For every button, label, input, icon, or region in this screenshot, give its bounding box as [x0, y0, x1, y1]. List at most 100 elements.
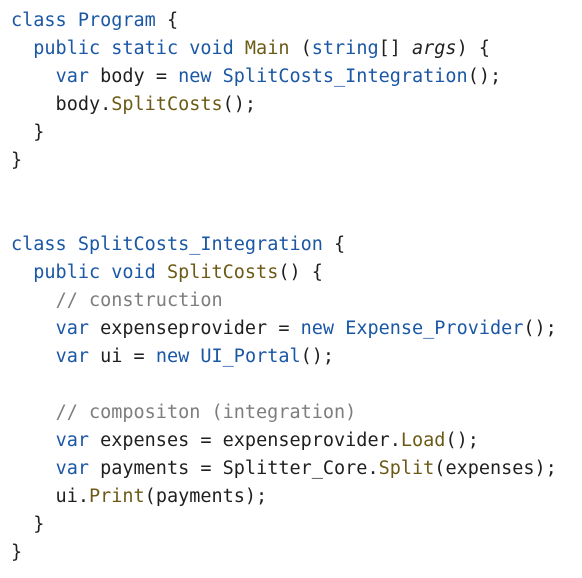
code-line: public static void Main (string[] args) …	[11, 35, 557, 63]
code-token-ident	[289, 318, 300, 339]
code-token-ident: payments	[88, 458, 201, 479]
code-token-ident	[167, 66, 178, 87]
code-token-ident	[212, 66, 223, 87]
code-line: }	[11, 147, 557, 175]
code-token-punct: }	[11, 150, 23, 171]
code-token-keyword: string	[311, 38, 379, 59]
code-token-keyword: var	[55, 458, 89, 479]
code-token-punct: =	[155, 66, 167, 87]
code-token-comment: // construction	[55, 290, 223, 311]
code-token-punct: []	[378, 38, 413, 59]
code-token-punct: }	[11, 514, 45, 535]
code-token-punct: =	[133, 346, 145, 367]
code-token-keyword: public	[33, 262, 101, 283]
code-token-type: SplitCosts_Integration	[77, 234, 323, 255]
code-token-punct: ();	[222, 94, 257, 115]
code-token-punct: .	[389, 430, 401, 451]
code-token-comment: // compositon (integration)	[55, 402, 357, 423]
code-token-punct: () {	[278, 262, 323, 283]
code-token-punct: =	[278, 318, 290, 339]
code-token-method: Split	[378, 458, 435, 479]
code-token-punct: ();	[445, 430, 479, 451]
code-token-punct: .	[100, 94, 112, 115]
code-token-ident	[100, 38, 111, 59]
code-token-punct: {	[155, 10, 179, 31]
code-token-punct: =	[200, 458, 212, 479]
code-line: var body = new SplitCosts_Integration();	[11, 63, 557, 91]
code-token-ident	[11, 318, 56, 339]
code-token-ident	[334, 318, 345, 339]
code-token-method: Load	[400, 430, 446, 451]
code-token-ident: expenses	[88, 430, 201, 451]
code-token-keyword: void	[111, 262, 156, 283]
code-token-punct: }	[11, 542, 23, 563]
code-token-param: args	[412, 38, 457, 59]
code-line: }	[11, 511, 557, 539]
code-token-ident	[67, 10, 78, 31]
code-token-ident	[11, 402, 56, 423]
code-token-ident	[100, 262, 111, 283]
code-line	[11, 175, 557, 203]
code-token-keyword: public	[33, 38, 101, 59]
code-line	[11, 371, 557, 399]
code-token-punct: }	[11, 122, 45, 143]
code-line: }	[11, 539, 557, 567]
code-token-ident	[11, 262, 33, 283]
code-token-type: Expense_Provider	[345, 318, 524, 339]
code-line: var payments = Splitter_Core.Split(expen…	[11, 455, 557, 483]
code-line: body.SplitCosts();	[11, 91, 557, 119]
code-token-ident	[156, 262, 167, 283]
code-token-punct: .	[367, 458, 379, 479]
code-line: var ui = new UI_Portal();	[11, 343, 557, 371]
code-token-ident	[11, 430, 56, 451]
code-line: }	[11, 119, 557, 147]
code-token-keyword: var	[55, 346, 89, 367]
code-token-keyword: new	[300, 318, 335, 339]
code-line: var expenseprovider = new Expense_Provid…	[11, 315, 557, 343]
code-token-ident: Splitter_Core	[211, 458, 368, 479]
code-token-type: UI_Portal	[200, 346, 301, 367]
code-token-keyword: new	[155, 346, 190, 367]
code-token-method: SplitCosts	[111, 94, 223, 115]
code-token-punct: {	[322, 234, 346, 255]
code-token-ident	[11, 66, 56, 87]
code-token-method: Print	[88, 486, 145, 507]
code-token-keyword: static	[111, 38, 179, 59]
code-token-keyword: class	[11, 10, 67, 31]
code-line: var expenses = expenseprovider.Load();	[11, 427, 557, 455]
code-line: ui.Print(payments);	[11, 483, 557, 511]
code-token-type: Program	[77, 10, 156, 31]
code-line: public void SplitCosts() {	[11, 259, 557, 287]
code-token-keyword: var	[55, 66, 89, 87]
code-token-ident	[67, 234, 78, 255]
code-token-ident	[189, 346, 200, 367]
code-token-punct: =	[200, 430, 212, 451]
code-token-keyword: var	[55, 430, 89, 451]
code-token-punct: ) {	[456, 38, 490, 59]
code-token-keyword: var	[55, 318, 89, 339]
code-token-punct: ();	[300, 346, 335, 367]
code-token-keyword: new	[178, 66, 212, 87]
code-line: // construction	[11, 287, 557, 315]
code-token-ident	[11, 458, 56, 479]
code-token-ident	[11, 290, 56, 311]
code-token-punct: .	[77, 486, 89, 507]
code-token-type: SplitCosts_Integration	[222, 66, 468, 87]
code-block: class Program { public static void Main …	[11, 7, 557, 567]
code-token-ident	[234, 38, 245, 59]
code-token-punct: );	[244, 486, 268, 507]
code-token-ident: expenseprovider	[211, 430, 390, 451]
code-token-keyword: void	[189, 38, 234, 59]
code-token-ident: payments	[155, 486, 245, 507]
code-token-punct: );	[534, 458, 557, 479]
code-token-ident	[11, 346, 56, 367]
code-token-ident: body	[88, 66, 156, 87]
code-token-method: SplitCosts	[166, 262, 279, 283]
code-line	[11, 203, 557, 231]
code-token-keyword: class	[11, 234, 67, 255]
code-token-ident: ui	[11, 486, 78, 507]
code-token-ident	[11, 38, 33, 59]
code-token-punct: (	[144, 486, 156, 507]
code-token-punct: (	[434, 458, 446, 479]
code-token-punct: ();	[523, 318, 557, 339]
